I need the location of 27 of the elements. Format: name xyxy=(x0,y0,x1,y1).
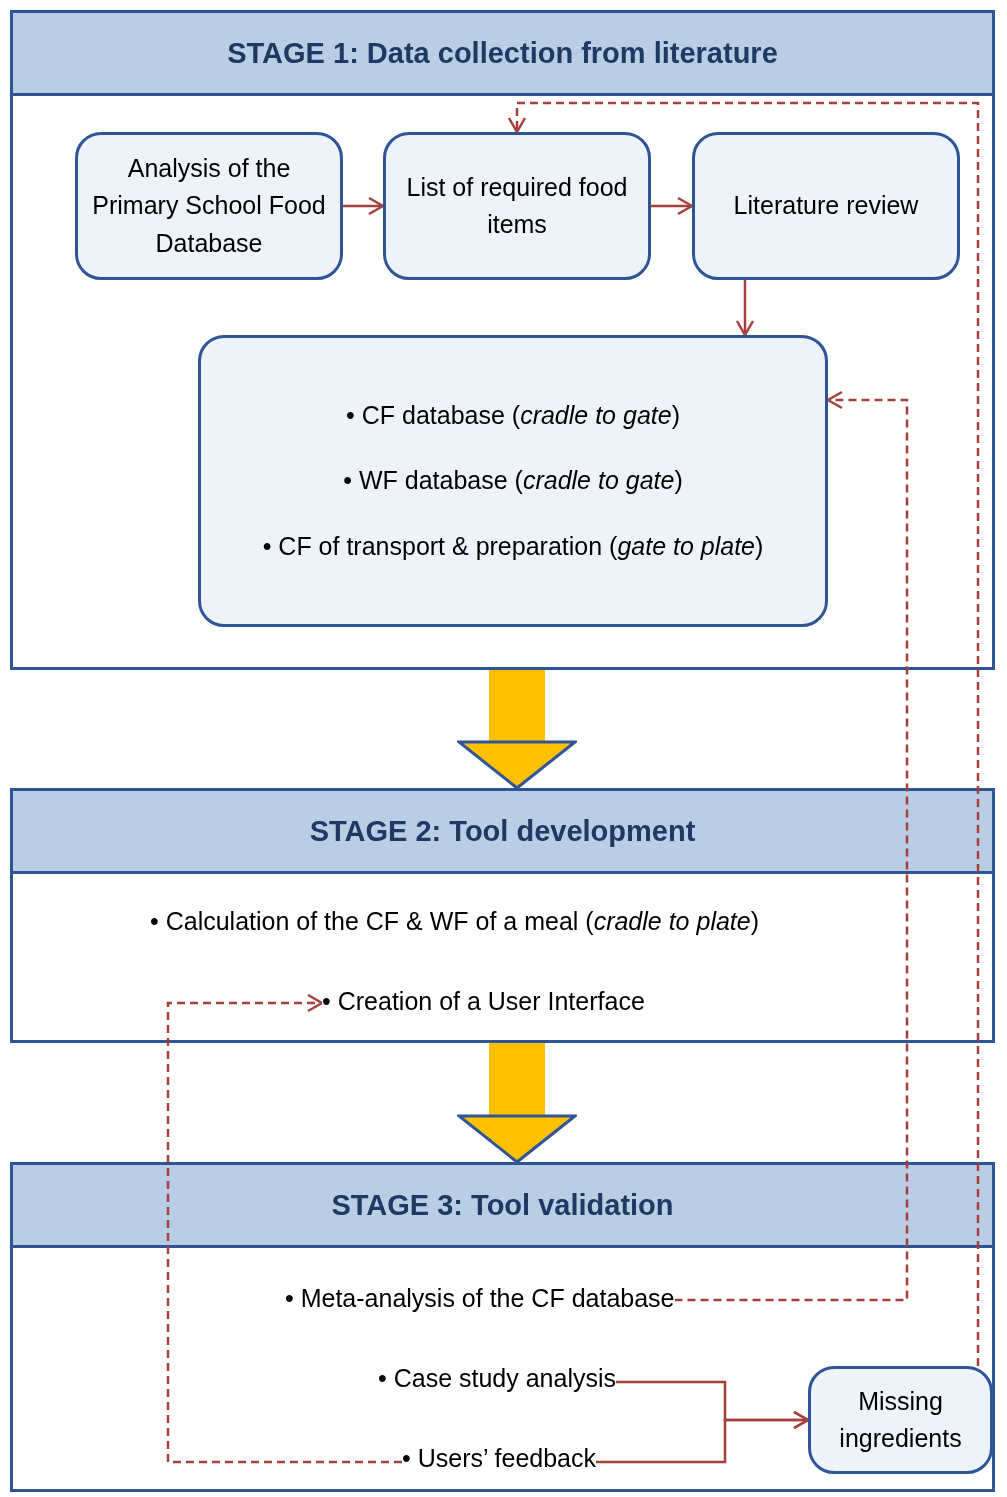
arrow xyxy=(343,196,385,216)
stage-title: STAGE 3: Tool validation xyxy=(331,1188,674,1222)
box-text: Analysis of the Primary School Food Database xyxy=(92,152,326,259)
dashed-arrow xyxy=(674,390,909,1302)
process-box xyxy=(808,1366,993,1474)
stage-title: STAGE 1: Data collection from literature xyxy=(227,36,778,70)
process-box xyxy=(198,335,828,627)
block-arrow xyxy=(457,1043,577,1164)
bullet-text: • WF database (cradle to gate) xyxy=(343,465,683,497)
box-text: Missing ingredients xyxy=(838,1385,963,1454)
dashed-arrow xyxy=(166,993,402,1464)
process-box xyxy=(692,132,960,280)
stage-panel xyxy=(10,788,995,1043)
stage-panel xyxy=(10,10,995,670)
arrow xyxy=(596,1410,810,1464)
stage-title: STAGE 2: Tool development xyxy=(309,814,696,848)
process-box xyxy=(75,132,343,280)
bullet-text: • CF of transport & preparation (gate to plate) xyxy=(262,530,764,562)
box-text: Literature review xyxy=(733,190,919,222)
dashed-arrow xyxy=(507,101,980,1366)
arrow xyxy=(651,196,694,216)
arrow xyxy=(735,280,755,337)
stage-panel xyxy=(10,1162,995,1492)
process-box xyxy=(383,132,651,280)
block-arrow xyxy=(457,670,577,790)
bullet-text: • CF database (cradle to gate) xyxy=(346,399,680,431)
box-text: List of required food items xyxy=(405,171,629,240)
